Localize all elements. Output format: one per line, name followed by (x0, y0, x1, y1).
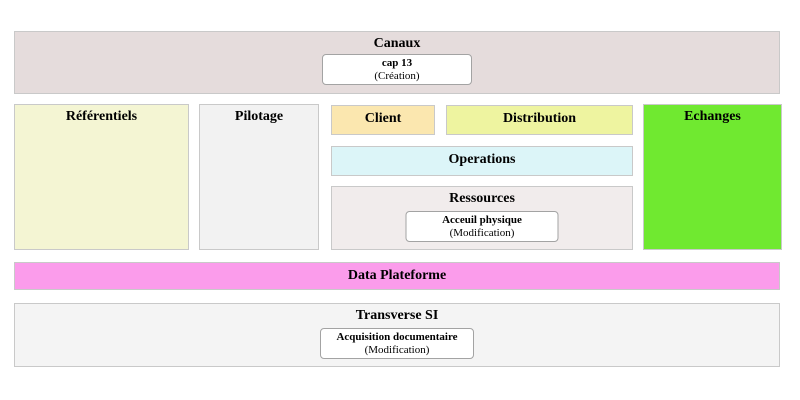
referentiels-block[interactable]: Référentiels (14, 104, 189, 250)
cap13-card-status: (Création) (374, 69, 420, 82)
data-plateforme-block[interactable]: Data Plateforme (14, 262, 780, 290)
acceuil-physique-card-name: Acceuil physique (442, 213, 522, 226)
cap13-card-name: cap 13 (381, 56, 413, 69)
pilotage-title: Pilotage (234, 109, 284, 124)
transverse-si-title: Transverse SI (355, 308, 439, 323)
acquisition-documentaire-card[interactable]: Acquisition documentaire (Modification) (320, 328, 474, 359)
ressources-title: Ressources (449, 191, 515, 206)
acquisition-documentaire-card-name: Acquisition documentaire (336, 330, 458, 343)
canaux-title: Canaux (373, 36, 421, 51)
operations-block[interactable]: Operations (331, 146, 633, 176)
transverse-si-block[interactable]: Transverse SI Acquisition documentaire (… (14, 303, 780, 367)
data-plateforme-title: Data Plateforme (347, 268, 447, 283)
client-title: Client (364, 111, 402, 126)
cap13-card[interactable]: cap 13 (Création) (322, 54, 472, 85)
pilotage-block[interactable]: Pilotage (199, 104, 319, 250)
distribution-title: Distribution (502, 111, 577, 126)
acceuil-physique-card[interactable]: Acceuil physique (Modification) (405, 211, 559, 242)
client-block[interactable]: Client (331, 105, 435, 135)
canaux-block[interactable]: Canaux cap 13 (Création) (14, 31, 780, 94)
operations-title: Operations (448, 152, 516, 167)
acceuil-physique-card-status: (Modification) (449, 226, 515, 239)
acquisition-documentaire-card-status: (Modification) (364, 343, 430, 356)
echanges-block[interactable]: Echanges (643, 104, 782, 250)
echanges-title: Echanges (684, 109, 741, 124)
distribution-block[interactable]: Distribution (446, 105, 633, 135)
ressources-block[interactable]: Ressources Acceuil physique (Modificatio… (331, 186, 633, 250)
referentiels-title: Référentiels (65, 109, 138, 124)
